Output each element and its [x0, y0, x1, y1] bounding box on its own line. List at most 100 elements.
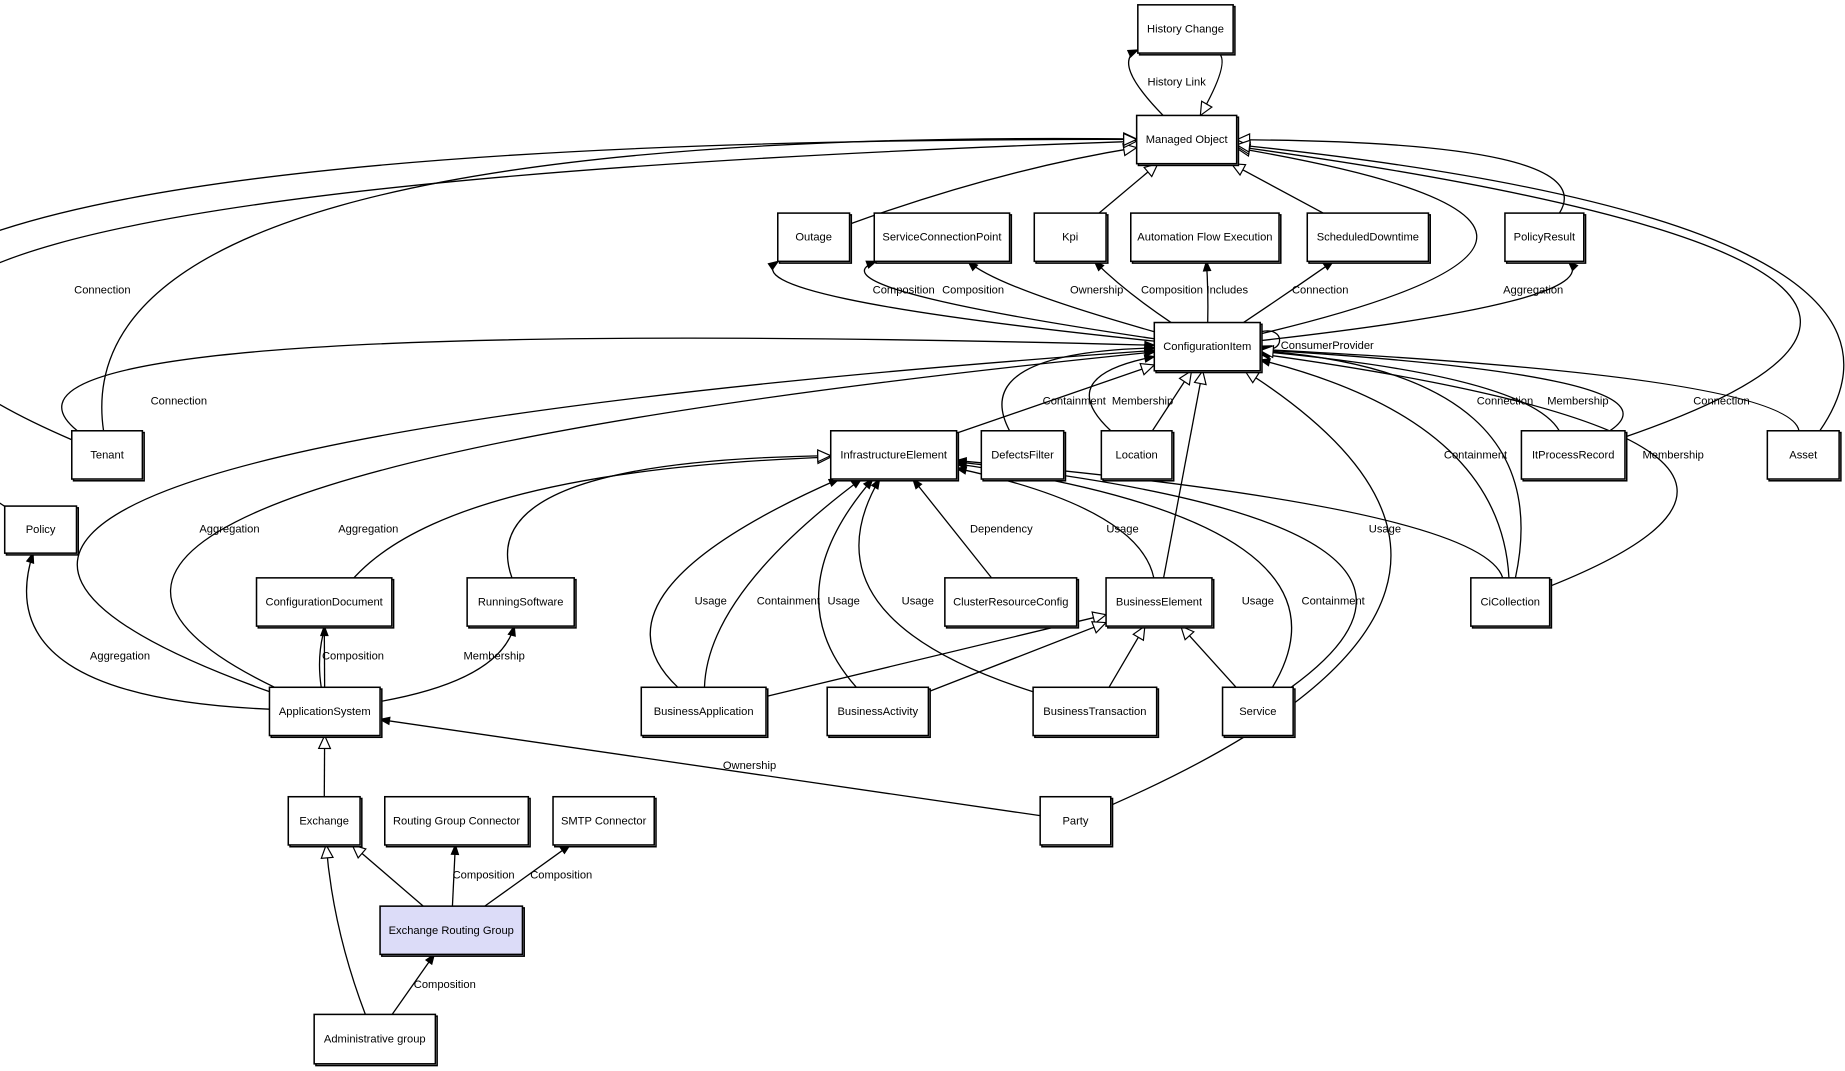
- edge-label: Containment: [757, 595, 821, 607]
- node-label: Location: [1116, 449, 1158, 461]
- node-label: BusinessElement: [1116, 597, 1203, 609]
- edge-line: [1001, 347, 1155, 432]
- edge-line: [1260, 350, 1522, 578]
- class-node-it-process-record[interactable]: ItProcessRecord: [1520, 430, 1628, 482]
- edge-association: [954, 458, 1357, 688]
- class-node-kpi[interactable]: Kpi: [1033, 212, 1109, 264]
- edge-generalization: [1098, 162, 1159, 214]
- node-label: BusinessApplication: [654, 706, 754, 718]
- class-node-administrative-group[interactable]: Administrative group: [313, 1013, 438, 1067]
- class-node-routing-group-connector[interactable]: Routing Group Connector: [384, 795, 531, 848]
- node-label: BusinessActivity: [837, 706, 918, 718]
- node-box: [944, 577, 1078, 627]
- class-node-running-software[interactable]: RunningSoftware: [466, 577, 577, 629]
- class-node-exchange-routing-group[interactable]: Exchange Routing Group: [379, 905, 525, 957]
- class-node-configuration-document[interactable]: ConfigurationDocument: [255, 577, 395, 629]
- edge-association: [954, 457, 1504, 579]
- class-node-scheduled-downtime[interactable]: ScheduledDowntime: [1306, 212, 1431, 264]
- class-node-business-transaction[interactable]: BusinessTransaction: [1032, 686, 1160, 739]
- edge-generalization: [320, 843, 366, 1015]
- node-box: [1766, 430, 1840, 480]
- edge-label: Membership: [464, 651, 525, 663]
- node-box: [255, 577, 393, 627]
- class-node-service[interactable]: Service: [1221, 686, 1296, 739]
- class-node-location[interactable]: Location: [1100, 430, 1175, 482]
- node-label: PolicyResult: [1514, 232, 1576, 244]
- edge-line: [649, 478, 840, 688]
- edge-line: [1260, 353, 1678, 587]
- class-node-tenant[interactable]: Tenant: [71, 430, 145, 482]
- node-label: Exchange Routing Group: [389, 925, 514, 937]
- class-node-smtp-connector[interactable]: SMTP Connector: [552, 795, 657, 848]
- class-node-business-element[interactable]: BusinessElement: [1105, 577, 1215, 629]
- hollow-triangle-arrow-icon: [1179, 625, 1195, 641]
- node-box: [1039, 795, 1112, 846]
- node-box: [980, 430, 1065, 480]
- class-node-defects-filter[interactable]: DefectsFilter: [980, 430, 1067, 482]
- edge-line: [703, 478, 862, 688]
- edge-generalization: [506, 449, 833, 579]
- edge-generalization: [101, 132, 1139, 431]
- hollow-triangle-arrow-icon: [1132, 624, 1146, 642]
- class-node-outage[interactable]: Outage: [777, 212, 853, 264]
- edge-label: Aggregation: [199, 524, 259, 536]
- edge-label: Containment: [1444, 449, 1508, 461]
- class-node-business-activity[interactable]: BusinessActivity: [826, 686, 931, 739]
- class-node-automation-flow-execution[interactable]: Automation Flow Execution: [1130, 212, 1282, 264]
- class-node-policy-result[interactable]: PolicyResult: [1504, 212, 1587, 264]
- class-node-policy[interactable]: Policy: [3, 505, 80, 556]
- class-node-business-application[interactable]: BusinessApplication: [640, 686, 769, 739]
- hollow-triangle-arrow-icon: [1123, 132, 1139, 147]
- edge-generalization: [1258, 344, 1522, 578]
- node-box: [71, 430, 144, 480]
- node-label: BusinessTransaction: [1043, 706, 1146, 718]
- edge-label: Aggregation: [338, 524, 398, 536]
- hollow-triangle-arrow-icon: [1139, 362, 1156, 376]
- edge-line: [351, 844, 424, 907]
- edge-line: [928, 621, 1107, 693]
- hollow-triangle-arrow-icon: [1199, 100, 1213, 117]
- filled-arrow-icon: [1143, 348, 1156, 358]
- class-node-configuration-item[interactable]: ConfigurationItem: [1153, 321, 1263, 374]
- edge-generalization: [317, 734, 332, 797]
- hollow-triangle-arrow-icon: [320, 843, 335, 859]
- class-node-exchange[interactable]: Exchange: [287, 795, 363, 848]
- class-node-service-connection-point[interactable]: ServiceConnectionPoint: [873, 212, 1013, 264]
- node-box: [466, 577, 575, 627]
- filled-arrow-icon: [865, 260, 878, 269]
- node-box: [1470, 577, 1551, 627]
- node-box: [640, 686, 767, 737]
- edge-association: [767, 260, 1155, 342]
- class-node-cluster-resource-config[interactable]: ClusterResourceConfig: [944, 577, 1080, 629]
- node-box: [1130, 212, 1280, 263]
- class-node-ci-collection[interactable]: CiCollection: [1470, 577, 1553, 629]
- class-node-application-system[interactable]: ApplicationSystem: [268, 686, 383, 739]
- node-box: [1033, 212, 1107, 263]
- edge-line: [484, 844, 571, 907]
- class-node-asset[interactable]: Asset: [1766, 430, 1842, 482]
- edge-association: [863, 260, 1155, 340]
- class-node-party[interactable]: Party: [1039, 795, 1114, 848]
- edge-label: Containment: [1302, 595, 1366, 607]
- hollow-triangle-arrow-icon: [1090, 621, 1108, 634]
- edge-association: [1202, 259, 1212, 323]
- edge-line: [1236, 147, 1478, 335]
- edge-line: [1260, 350, 1560, 432]
- class-node-history-change[interactable]: History Change: [1137, 4, 1236, 56]
- edge-label: Usage: [1242, 595, 1274, 607]
- edge-association: [1260, 260, 1579, 342]
- class-node-managed-object[interactable]: Managed Object: [1135, 114, 1240, 167]
- edge-label: Aggregation: [90, 651, 150, 663]
- edge-association: [319, 624, 329, 688]
- edge-label: Ownership: [1070, 285, 1123, 297]
- edge-generalization: [1230, 163, 1324, 214]
- node-box: [268, 686, 381, 737]
- edge-label: History Link: [1148, 76, 1207, 88]
- edge-label: Containment: [1043, 395, 1107, 407]
- class-node-infrastructure-element[interactable]: InfrastructureElement: [829, 430, 960, 482]
- edge-line: [1088, 356, 1155, 432]
- edge-line: [956, 463, 1293, 688]
- edges-layer: [0, 49, 1845, 1015]
- filled-arrow-icon: [319, 624, 329, 637]
